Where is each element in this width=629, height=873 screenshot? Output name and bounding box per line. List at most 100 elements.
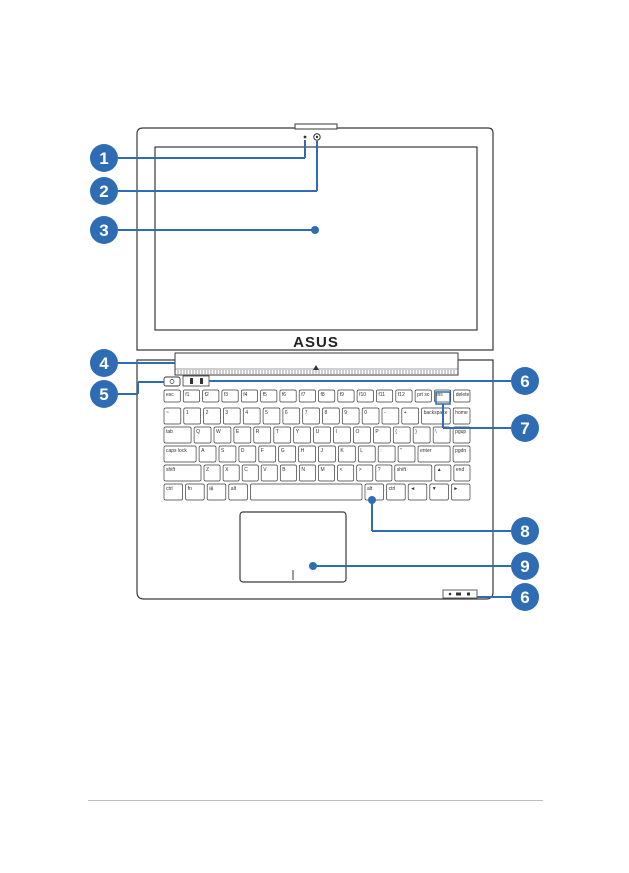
key[interactable]: A bbox=[198, 445, 217, 463]
key[interactable]: pgup bbox=[452, 426, 471, 444]
key-label: f1 bbox=[185, 392, 189, 398]
key[interactable]: K bbox=[338, 445, 356, 463]
key[interactable]: R bbox=[253, 426, 272, 444]
key[interactable]: ~ bbox=[163, 407, 182, 425]
key[interactable]: esc bbox=[163, 389, 181, 403]
key[interactable]: L bbox=[357, 445, 376, 463]
key[interactable]: f3 bbox=[221, 389, 239, 403]
key[interactable]: E bbox=[233, 426, 252, 444]
key[interactable]: prt sc bbox=[414, 389, 432, 403]
key[interactable]: ▲ bbox=[434, 464, 452, 482]
key[interactable]: 3 bbox=[223, 407, 241, 425]
key[interactable]: 6 bbox=[282, 407, 301, 425]
key[interactable]: f8 bbox=[318, 389, 336, 403]
key[interactable]: T bbox=[273, 426, 292, 444]
key[interactable]: S bbox=[218, 445, 237, 463]
key[interactable]: 1 bbox=[183, 407, 201, 425]
key[interactable]: f6 bbox=[279, 389, 297, 403]
key[interactable]: O bbox=[353, 426, 371, 444]
key[interactable]: V bbox=[260, 464, 278, 482]
key[interactable]: f9 bbox=[337, 389, 355, 403]
key[interactable]: tab bbox=[163, 426, 192, 444]
key[interactable]: f7 bbox=[298, 389, 316, 403]
key[interactable]: fn bbox=[185, 483, 205, 501]
key[interactable]: 9 bbox=[341, 407, 360, 425]
key[interactable]: { bbox=[392, 426, 411, 444]
key[interactable]: ⊞ bbox=[206, 483, 227, 501]
front-status-indicators bbox=[442, 589, 478, 599]
key-label: R bbox=[256, 429, 260, 435]
key[interactable]: alt bbox=[228, 483, 248, 501]
key[interactable]: M bbox=[318, 464, 335, 482]
key-label: f3 bbox=[224, 392, 228, 398]
key[interactable]: enter bbox=[417, 445, 451, 463]
key[interactable]: " bbox=[397, 445, 416, 463]
key-label: caps lock bbox=[166, 448, 187, 454]
key[interactable]: ► bbox=[451, 483, 471, 501]
key[interactable]: caps lock bbox=[163, 445, 197, 463]
key[interactable]: } bbox=[412, 426, 431, 444]
key[interactable]: 2 bbox=[203, 407, 221, 425]
key-label: L bbox=[360, 448, 363, 454]
svg-text:3: 3 bbox=[99, 221, 108, 240]
key[interactable]: N bbox=[299, 464, 316, 482]
key-label: f11 bbox=[378, 392, 385, 398]
key[interactable]: ctrl bbox=[163, 483, 183, 501]
key[interactable]: W bbox=[213, 426, 232, 444]
key[interactable]: 0 bbox=[361, 407, 380, 425]
key[interactable]: I bbox=[333, 426, 351, 444]
key[interactable]: F bbox=[258, 445, 277, 463]
key-label: \ bbox=[435, 429, 437, 435]
power-button[interactable] bbox=[163, 376, 181, 387]
key[interactable]: f1 bbox=[182, 389, 200, 403]
key[interactable]: C bbox=[241, 464, 259, 482]
key-label: ? bbox=[378, 467, 381, 473]
key[interactable]: Y bbox=[293, 426, 311, 444]
key[interactable]: : bbox=[377, 445, 396, 463]
key[interactable]: Z bbox=[203, 464, 221, 482]
key[interactable]: shift bbox=[394, 464, 433, 482]
key-label: f10 bbox=[359, 392, 366, 398]
key-label: O bbox=[356, 429, 360, 435]
key[interactable]: ▼ bbox=[429, 483, 449, 501]
key[interactable]: Q bbox=[193, 426, 212, 444]
key[interactable]: f12 bbox=[395, 389, 413, 403]
key[interactable]: shift bbox=[163, 464, 202, 482]
key[interactable]: + bbox=[401, 407, 419, 425]
key[interactable]: G bbox=[278, 445, 296, 463]
key[interactable]: ◄ bbox=[407, 483, 428, 501]
key[interactable]: backspace bbox=[421, 407, 451, 425]
key[interactable]: - bbox=[381, 407, 400, 425]
key[interactable]: f5 bbox=[260, 389, 278, 403]
key[interactable]: D bbox=[238, 445, 257, 463]
key-label: enter bbox=[420, 448, 432, 454]
key[interactable]: 4 bbox=[242, 407, 261, 425]
key[interactable]: ctrl bbox=[386, 483, 406, 501]
key[interactable]: end bbox=[453, 464, 471, 482]
key[interactable]: B bbox=[279, 464, 297, 482]
key[interactable]: f11 bbox=[376, 389, 394, 403]
key-label: ctrl bbox=[166, 486, 173, 492]
key-label: N bbox=[301, 467, 305, 473]
key[interactable]: U bbox=[313, 426, 331, 444]
key[interactable]: f10 bbox=[356, 389, 374, 403]
key[interactable]: X bbox=[222, 464, 240, 482]
key[interactable] bbox=[250, 483, 363, 501]
key[interactable]: delete bbox=[453, 389, 471, 403]
key[interactable]: 5 bbox=[262, 407, 281, 425]
key[interactable]: P bbox=[373, 426, 391, 444]
key[interactable]: H bbox=[298, 445, 316, 463]
key[interactable]: > bbox=[356, 464, 374, 482]
touchpad[interactable] bbox=[239, 511, 347, 583]
key[interactable]: home bbox=[452, 407, 471, 425]
key[interactable]: ? bbox=[375, 464, 393, 482]
key[interactable]: J bbox=[318, 445, 336, 463]
key[interactable]: 8 bbox=[322, 407, 340, 425]
key[interactable]: \ bbox=[432, 426, 451, 444]
key[interactable]: f2 bbox=[202, 389, 220, 403]
key[interactable]: f4 bbox=[240, 389, 258, 403]
key[interactable]: pgdn bbox=[452, 445, 471, 463]
key[interactable]: < bbox=[337, 464, 355, 482]
hinge-bar bbox=[174, 352, 459, 376]
key[interactable]: 7 bbox=[302, 407, 320, 425]
